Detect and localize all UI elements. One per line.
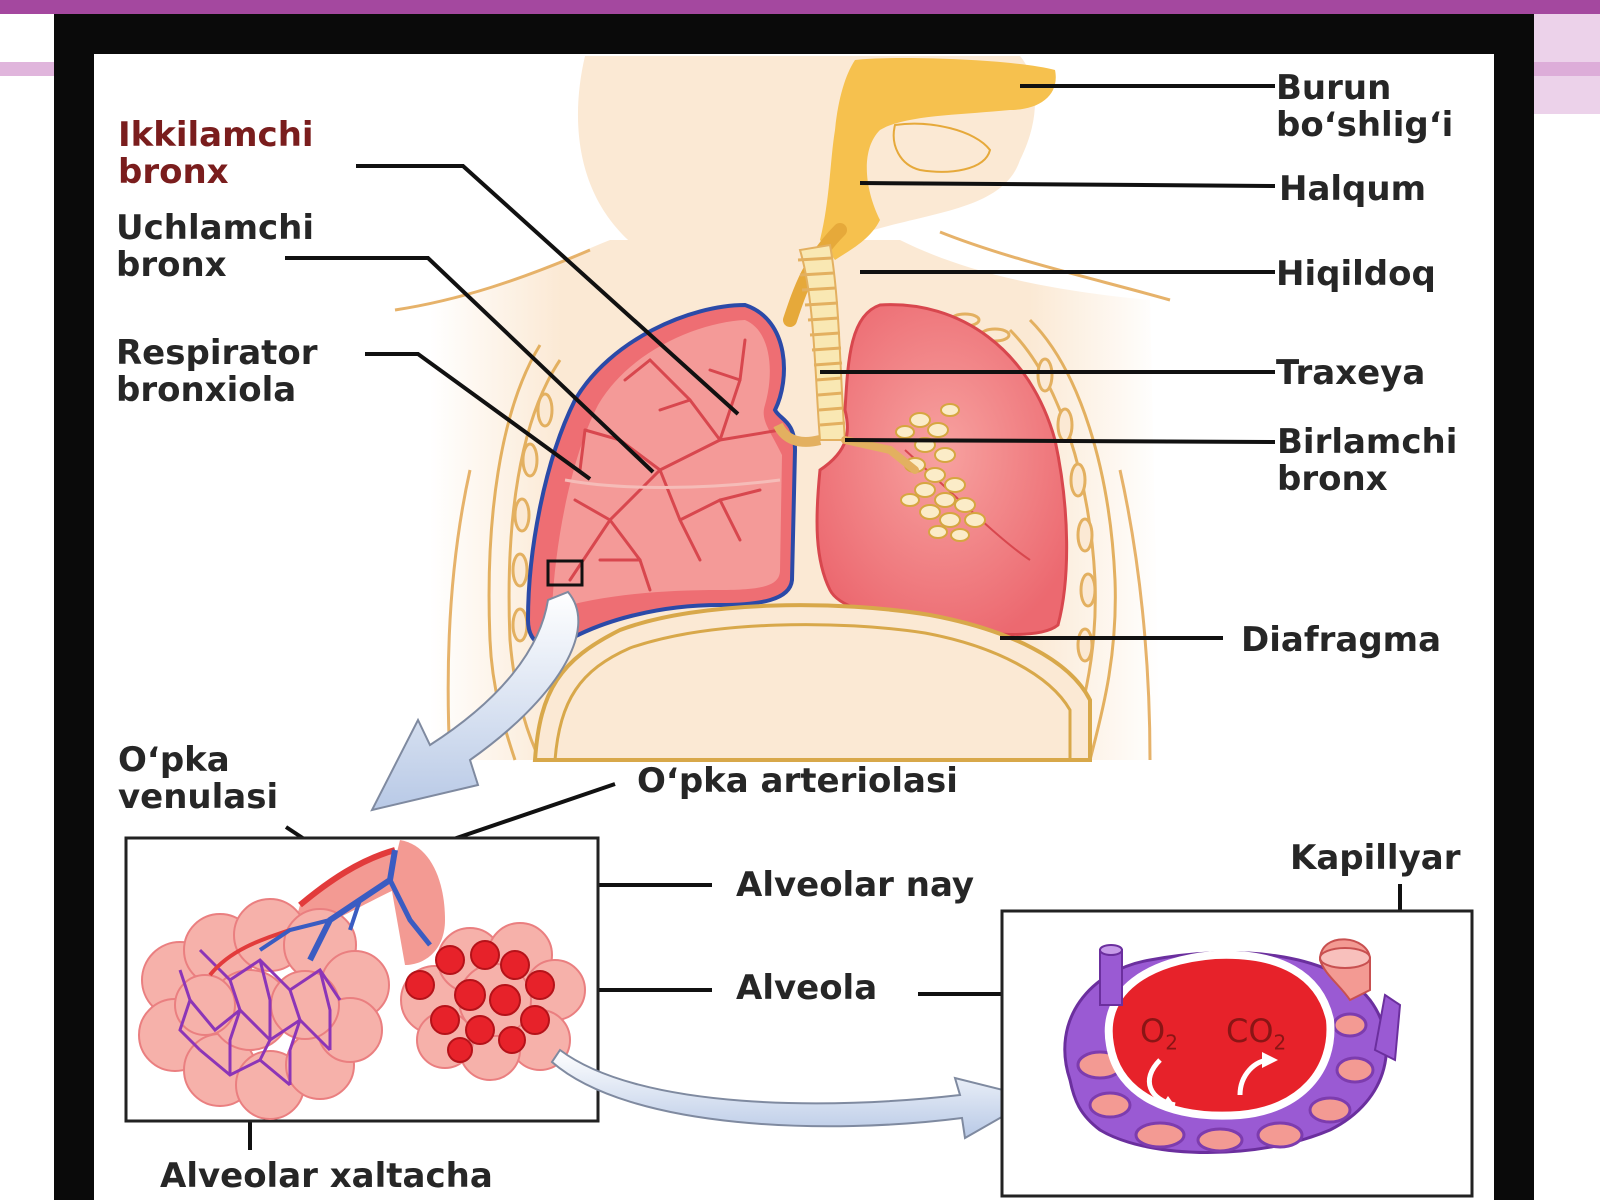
co2-symbol: CO xyxy=(1226,1012,1274,1050)
left-lung xyxy=(525,302,798,649)
trachea xyxy=(773,243,847,447)
diaphragm xyxy=(532,603,1092,762)
label-burun-boshligi: Burun bo‘shlig‘i xyxy=(1276,68,1454,145)
alveolar-sac xyxy=(138,840,445,1120)
label-halqum: Halqum xyxy=(1279,169,1427,209)
label-diafragma: Diafragma xyxy=(1241,620,1442,660)
right-accent-stripe xyxy=(1530,14,1600,114)
label-alveola: Alveola xyxy=(736,968,878,1008)
label-kapillyar: Kapillyar xyxy=(1290,838,1461,878)
label-hiqildoq: Hiqildoq xyxy=(1276,254,1436,294)
label-opka-arteriolasi: O‘pka arteriolasi xyxy=(637,761,958,801)
co2-subscript: 2 xyxy=(1273,1030,1287,1055)
zoom-box xyxy=(546,559,584,587)
oxygen-symbol: O xyxy=(1140,1012,1166,1050)
label-alveolar-xaltacha: Alveolar xaltacha xyxy=(160,1156,493,1196)
gas-label-oxygen: O2 xyxy=(1140,1012,1178,1054)
capillary-alveolus xyxy=(1063,938,1402,1154)
zoom-arrow-lung xyxy=(370,590,580,812)
alveoli-cluster xyxy=(400,922,586,1081)
label-birlamchi-bronx: Birlamchi bronx xyxy=(1277,422,1458,499)
right-lung xyxy=(815,303,1069,636)
leader-lines xyxy=(248,84,1402,1150)
label-ikkilamchi-bronx: Ikkilamchi bronx xyxy=(118,115,314,192)
top-accent-bar xyxy=(0,0,1600,14)
label-uchlamchi-bronx: Uchlamchi bronx xyxy=(116,208,315,285)
gas-label-co2: CO2 xyxy=(1226,1012,1286,1054)
zoom-arrow-alveola xyxy=(550,1048,1038,1140)
label-traxeya: Traxeya xyxy=(1276,353,1426,393)
label-opka-venulasi: O‘pka venulasi xyxy=(118,740,279,817)
oxygen-subscript: 2 xyxy=(1165,1030,1178,1055)
label-alveolar-nay: Alveolar nay xyxy=(736,865,975,905)
label-respirator-bronxiola: Respirator bronxiola xyxy=(116,333,318,410)
